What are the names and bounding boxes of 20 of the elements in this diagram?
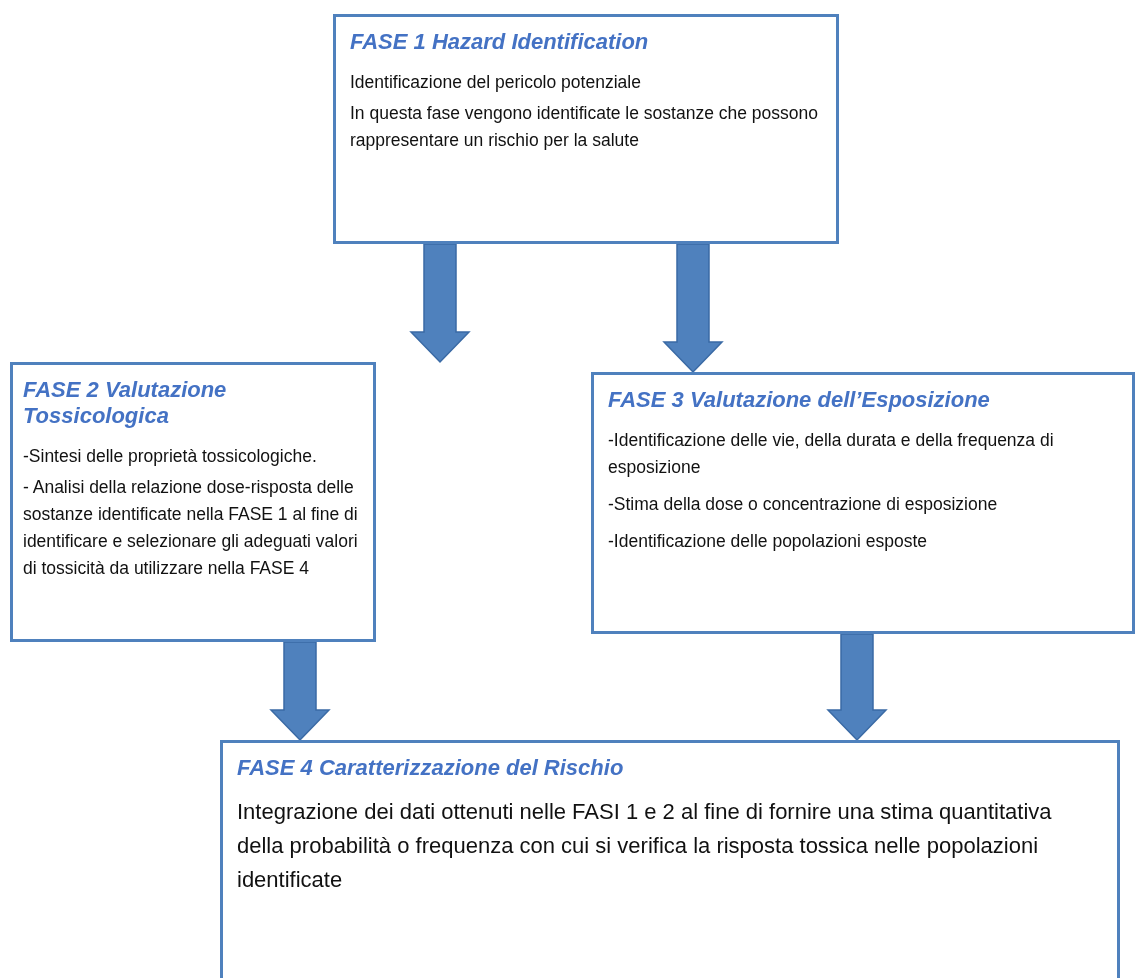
phase-description: -Identificazione delle vie, della durata e della frequenza di esposizione [608,429,1055,479]
block-arrow [662,243,724,374]
phase-title: FASE 1 Hazard Identification [350,29,650,55]
phase-title: FASE 3 Valutazione dell’Esposizione [608,387,991,413]
phase-box [333,14,839,244]
phase-box [10,362,376,642]
phase-description: Identificazione del pericolo potenziale [350,71,642,94]
phase-description: - Analisi della relazione dose-risposta delle sostanze identificate nella FASE 1 al fine di identificare e selezionare gli adeguati valori di tossicità da utilizzare nella FASE 4 [23,476,359,580]
phase-box [591,372,1135,634]
phase-description: -Stima della dose o concentrazione di esposizione [608,493,999,516]
phase-title: FASE 4 Caratterizzazione del Rischio [237,755,625,781]
block-arrow [826,633,888,742]
phase-description: -Sintesi delle proprietà tossicologiche. [23,445,318,468]
phase-title: FASE 2 Valutazione Tossicologica [23,377,228,429]
phase-description: -Identificazione delle popolazioni esposte [608,530,929,553]
phase-description: In questa fase vengono identificate le sostanze che possono rappresentare un rischio per la salute [350,102,819,152]
block-arrow [269,641,331,742]
phase-box [220,740,1120,978]
phase-description: Integrazione dei dati ottenuti nelle FASI 1 e 2 al fine di fornire una stima quantitativa della probabilità o frequenza con cui si verifica la risposta tossica nelle popolazioni identificate [237,798,1053,894]
block-arrow [409,243,471,364]
